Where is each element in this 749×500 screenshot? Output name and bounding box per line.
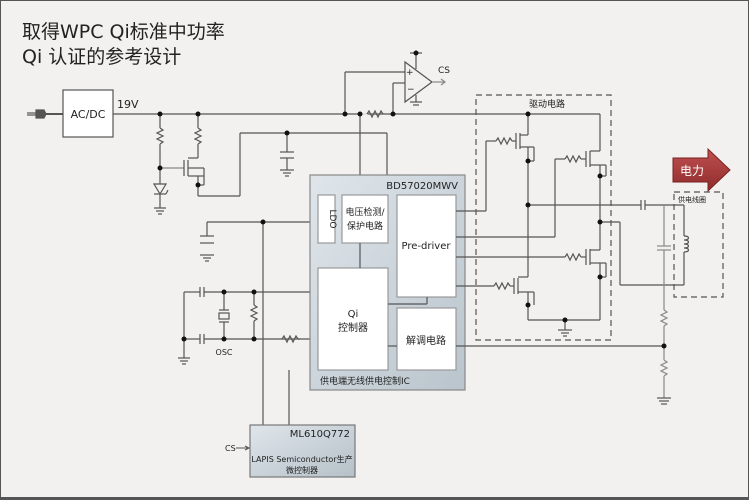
ldo-label: LDO: [327, 209, 337, 228]
title-line-2: Qi 认证的参考设计: [22, 46, 182, 68]
voltage-label: 19V: [117, 98, 139, 111]
opamp-plus-label: +: [406, 68, 414, 78]
voltage-detect-label-1: 电压检测/: [345, 206, 385, 218]
mcu-desc-label-1: LAPIS Semiconductor生产: [251, 454, 352, 464]
zener-diode-icon: [152, 183, 168, 196]
opamp-icon: [404, 60, 434, 104]
cs-mcu-label: CS: [225, 444, 236, 453]
power-plug-icon: [27, 109, 63, 119]
opamp-minus-label: −: [407, 85, 415, 95]
power-arrow-icon: [672, 147, 731, 193]
coil-icon: [683, 235, 690, 253]
ic-caption-label: 供电端无线供电控制IC: [320, 375, 410, 387]
driver-circuit-label: 驱动电路: [529, 98, 565, 110]
title-line-1: 取得WPC Qi标准中功率: [22, 21, 225, 43]
driver-circuit-box: [475, 94, 612, 341]
voltage-detect-label-2: 保护电路: [347, 220, 383, 232]
power-arrow-label: 电力: [680, 164, 704, 178]
diagram-title: 取得WPC Qi标准中功率 Qi 认证的参考设计: [22, 20, 225, 70]
demod-label: 解调电路: [406, 334, 446, 347]
mcu-ml610q772: [249, 424, 356, 478]
acdc-label: AC/DC: [71, 108, 106, 121]
mcu-desc-label-2: 微控制器: [286, 465, 318, 475]
osc-label: OSC: [216, 348, 233, 357]
coil-label: 供电线圈: [678, 195, 706, 204]
qi-ctrl-label-1: Qi: [348, 309, 359, 320]
qi-ctrl-label-2: 控制器: [338, 321, 368, 334]
cs-opamp-label: CS: [438, 66, 450, 76]
mcu-part-label: ML610Q772: [290, 429, 350, 440]
coil-box: [673, 191, 724, 298]
pre-driver-label: Pre-driver: [402, 241, 452, 252]
ic-part-label: BD57020MWV: [386, 181, 458, 192]
